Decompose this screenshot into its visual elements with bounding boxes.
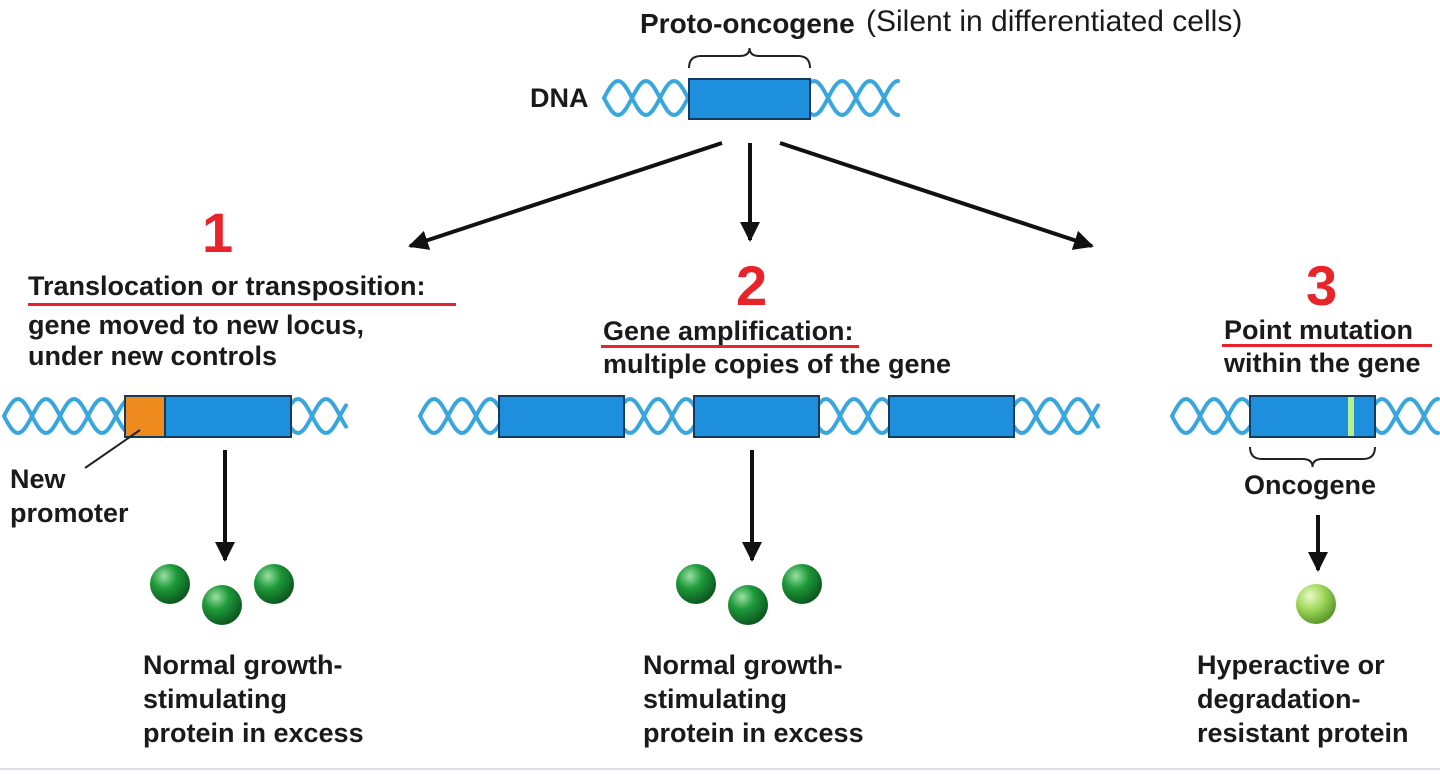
mechanism-2-result-line-1: Normal growth- — [643, 650, 843, 680]
mechanism-1-result-line-1: Normal growth- — [143, 650, 343, 680]
mechanism-1-protein-2 — [202, 585, 242, 625]
mechanism-1-result-line-2: stimulating — [143, 684, 288, 714]
mechanism-1-protein-1 — [150, 564, 190, 604]
mechanism-2-protein-3 — [782, 564, 822, 604]
mechanism-1-protein-3 — [254, 564, 294, 604]
mechanism-1-desc-line-2: under new controls — [28, 341, 278, 371]
oncogene-label: Oncogene — [1244, 470, 1377, 500]
mechanism-1-result-line-3: protein in excess — [143, 718, 364, 748]
new-promoter-box — [124, 395, 166, 438]
mechanism-3-underline — [1222, 344, 1432, 347]
mechanism-2-desc-line-1: multiple copies of the gene — [603, 349, 952, 379]
mechanism-3-result-line-3: resistant protein — [1197, 718, 1409, 748]
proto-oncogene-note: (Silent in differentiated cells) — [866, 5, 1243, 38]
mechanism-3-result-line-2: degradation- — [1197, 684, 1361, 714]
mechanism-3-desc-line-1: within the gene — [1224, 348, 1421, 378]
mechanism-1-underline — [28, 303, 456, 306]
new-promoter-label-line-2: promoter — [10, 498, 129, 528]
mechanism-2-number: 2 — [736, 254, 768, 317]
bottom-divider — [0, 768, 1440, 770]
mechanism-2-result-line-3: protein in excess — [643, 718, 864, 748]
mechanism-2-gene-copy-2 — [693, 395, 820, 438]
mechanism-3-result-line-1: Hyperactive or — [1197, 650, 1385, 680]
mechanism-2-protein-2 — [728, 585, 768, 625]
mechanism-1-desc-line-1: gene moved to new locus, — [28, 310, 365, 340]
mechanism-1-number: 1 — [202, 201, 234, 264]
mechanism-2-protein-1 — [676, 564, 716, 604]
dna-label: DNA — [530, 83, 589, 113]
mechanism-2-result-line-2: stimulating — [643, 684, 788, 714]
mechanism-3-number: 3 — [1306, 254, 1338, 317]
mechanism-2-gene-copy-3 — [888, 395, 1015, 438]
proto-oncogene-bracket — [688, 47, 811, 69]
proto-oncogene-box — [688, 78, 811, 120]
mechanism-3-protein — [1296, 584, 1336, 624]
mechanism-2-title: Gene amplification: — [603, 316, 854, 346]
new-promoter-label-line-1: New — [10, 464, 66, 494]
oncogene-bracket — [1249, 446, 1376, 468]
mechanism-3-title: Point mutation — [1224, 315, 1413, 345]
mechanism-1-gene-box — [164, 395, 292, 438]
arrow-to-mechanism-3 — [779, 141, 1094, 250]
mechanism-2-underline — [601, 345, 859, 348]
new-promoter-pointer — [84, 429, 141, 469]
arrow-to-mechanism-1 — [408, 141, 723, 250]
mechanism-3-gene-box — [1249, 395, 1376, 438]
proto-oncogene-label: Proto-oncogene — [640, 8, 855, 39]
point-mutation-mark — [1348, 397, 1354, 436]
mechanism-2-gene-copy-1 — [498, 395, 625, 438]
mechanism-1-title: Translocation or transposition: — [28, 271, 426, 301]
